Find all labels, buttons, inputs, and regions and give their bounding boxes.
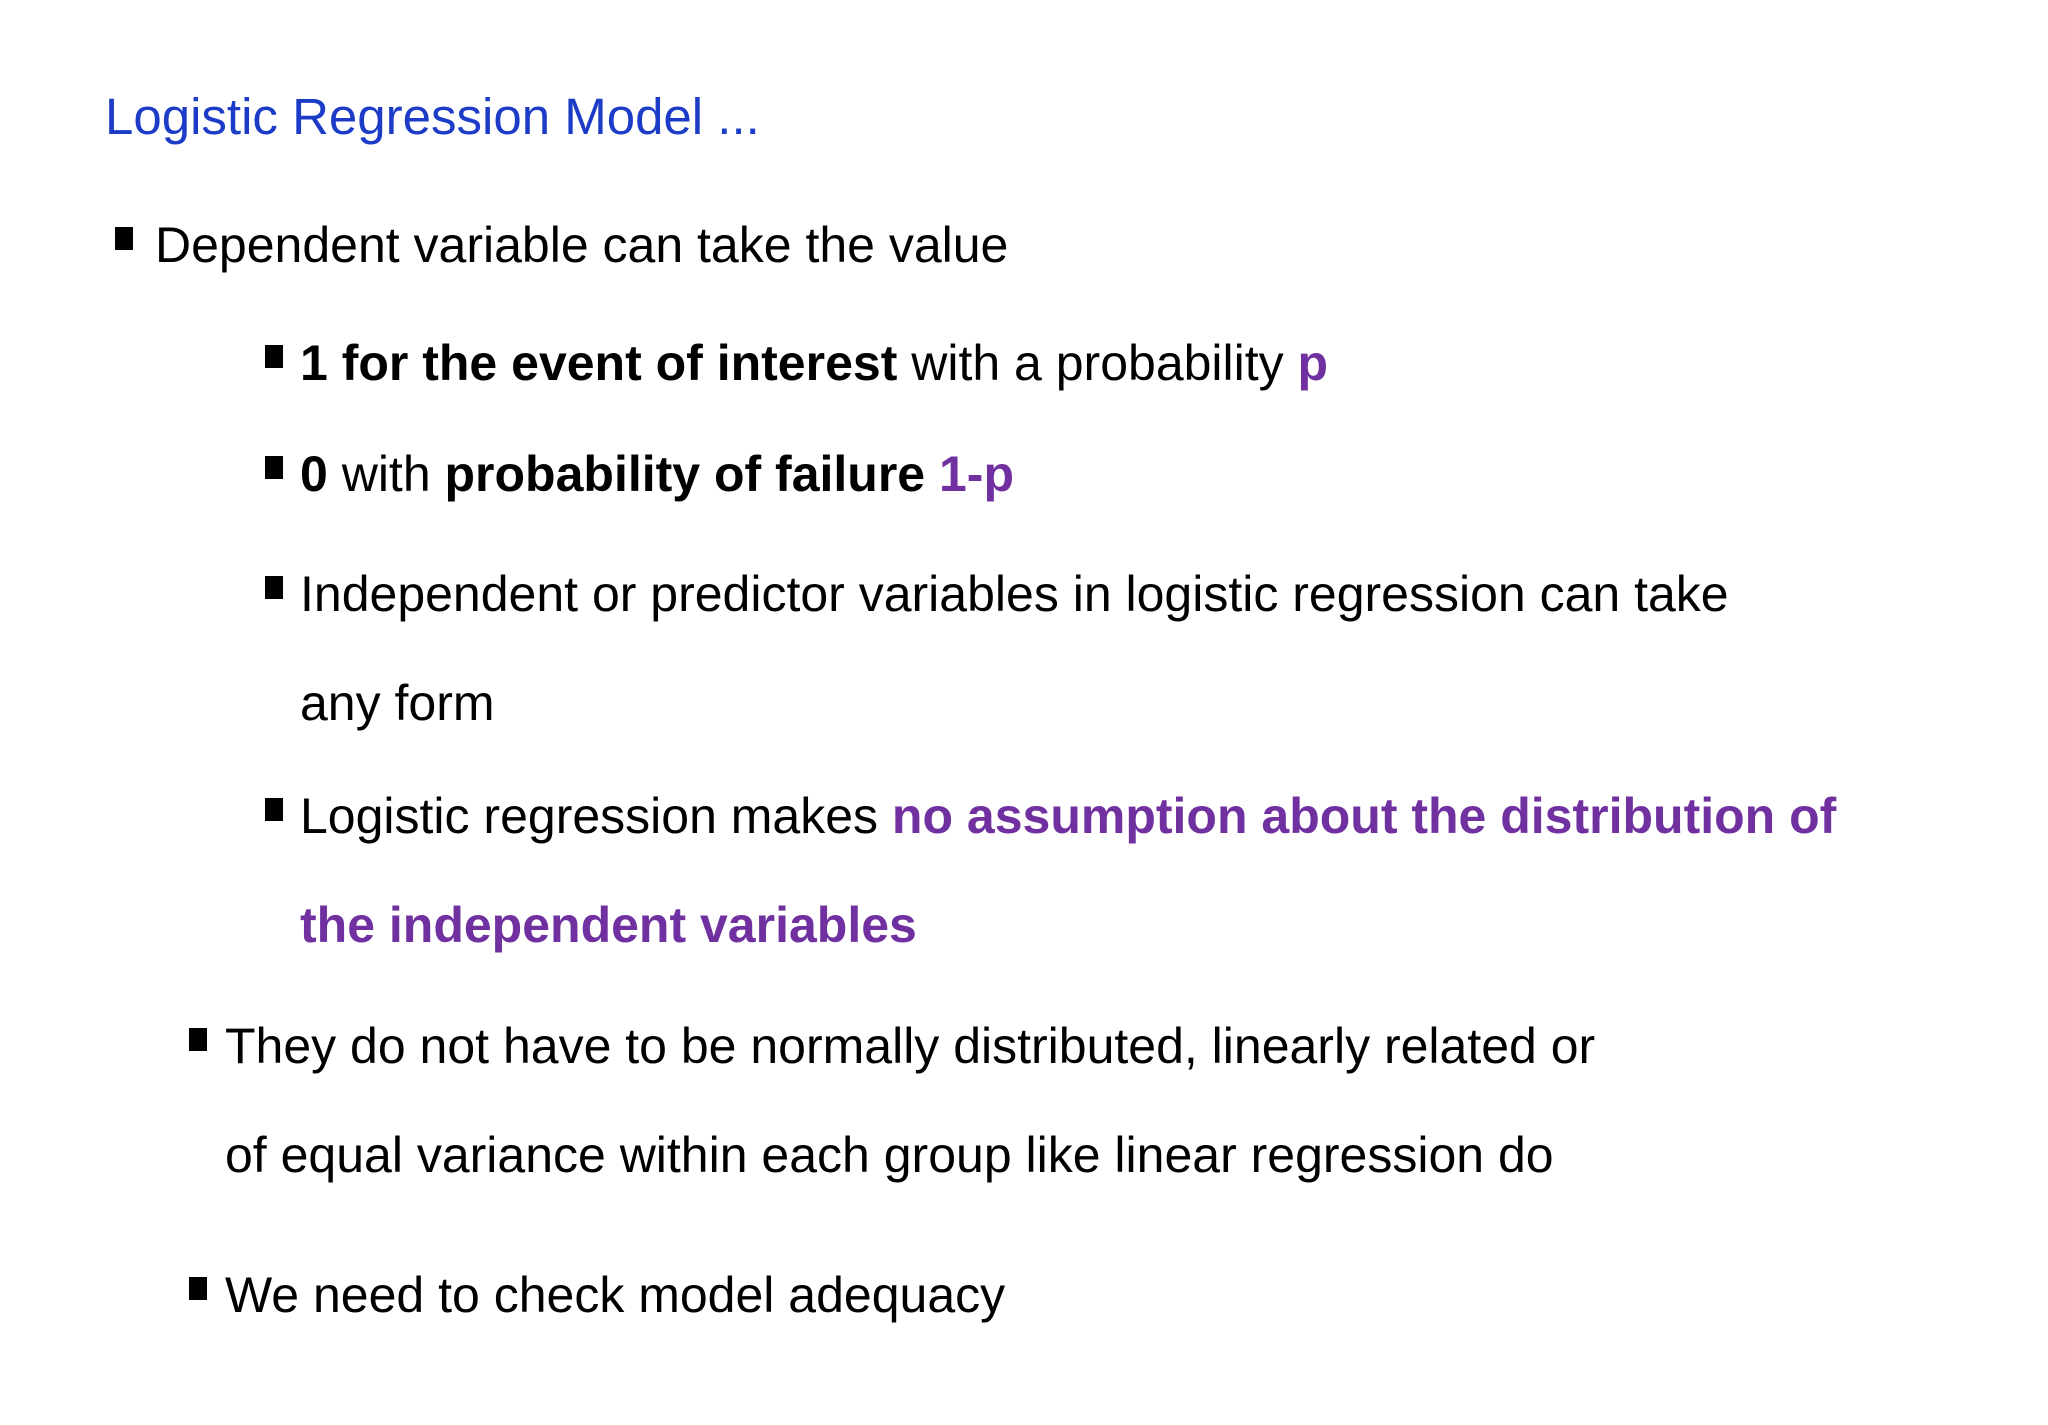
bullet-text-line: 0 with probability of failure 1-p xyxy=(300,420,1014,529)
text-segment: 1 for the event of interest xyxy=(300,335,898,391)
bullet-text-line: They do not have to be normally distribu… xyxy=(225,992,1595,1101)
text-segment: of equal variance within each group like… xyxy=(225,1127,1554,1183)
bullet-item-event-of-interest: 1 for the event of interest with a proba… xyxy=(265,309,1328,418)
bullet-item-dependent-variable: Dependent variable can take the value xyxy=(115,191,1008,300)
bullet-item-independent-variables-form: Independent or predictor variables in lo… xyxy=(265,540,1729,758)
text-segment: probability of failure xyxy=(444,446,939,502)
text-segment: with xyxy=(327,446,445,502)
text-segment: Independent or predictor variables in lo… xyxy=(300,566,1729,622)
text-segment: They do not have to be normally distribu… xyxy=(225,1018,1596,1074)
bullet-text-line: the independent variables xyxy=(300,871,1836,980)
bullet-item-not-normally-distributed: They do not have to be normally distribu… xyxy=(189,992,1595,1210)
bullet-text-line: of equal variance within each group like… xyxy=(225,1101,1595,1210)
bullet-item-model-adequacy: We need to check model adequacy xyxy=(189,1241,1005,1350)
text-segment: p xyxy=(1297,335,1329,391)
bullet-text-line: Dependent variable can take the value xyxy=(155,191,1008,300)
text-segment: 0 xyxy=(300,446,328,502)
square-bullet-icon xyxy=(265,576,283,599)
slide-title: Logistic Regression Model ... xyxy=(105,88,760,145)
bullet-text-line: Independent or predictor variables in lo… xyxy=(300,540,1729,649)
text-segment: 1-p xyxy=(939,446,1014,502)
text-segment: Logistic regression makes xyxy=(300,788,892,844)
square-bullet-icon xyxy=(189,1277,207,1300)
text-segment: with a probability xyxy=(897,335,1298,391)
text-segment: any form xyxy=(300,675,495,731)
bullet-item-no-assumption: Logistic regression makes no assumption … xyxy=(265,762,1836,980)
square-bullet-icon xyxy=(265,798,283,821)
square-bullet-icon xyxy=(265,456,283,479)
text-segment: Dependent variable can take the value xyxy=(155,217,1009,273)
bullet-text-line: We need to check model adequacy xyxy=(225,1241,1005,1350)
text-segment: We need to check model adequacy xyxy=(225,1267,1006,1323)
bullet-text-line: 1 for the event of interest with a proba… xyxy=(300,309,1328,418)
text-segment: no assumption about the distribution of xyxy=(891,788,1837,844)
square-bullet-icon xyxy=(115,227,133,250)
square-bullet-icon xyxy=(265,345,283,368)
bullet-text-line: Logistic regression makes no assumption … xyxy=(300,762,1836,871)
bullet-text-line: any form xyxy=(300,649,1729,758)
bullet-item-probability-of-failure: 0 with probability of failure 1-p xyxy=(265,420,1014,529)
text-segment: the independent variables xyxy=(300,897,917,953)
square-bullet-icon xyxy=(189,1028,207,1051)
